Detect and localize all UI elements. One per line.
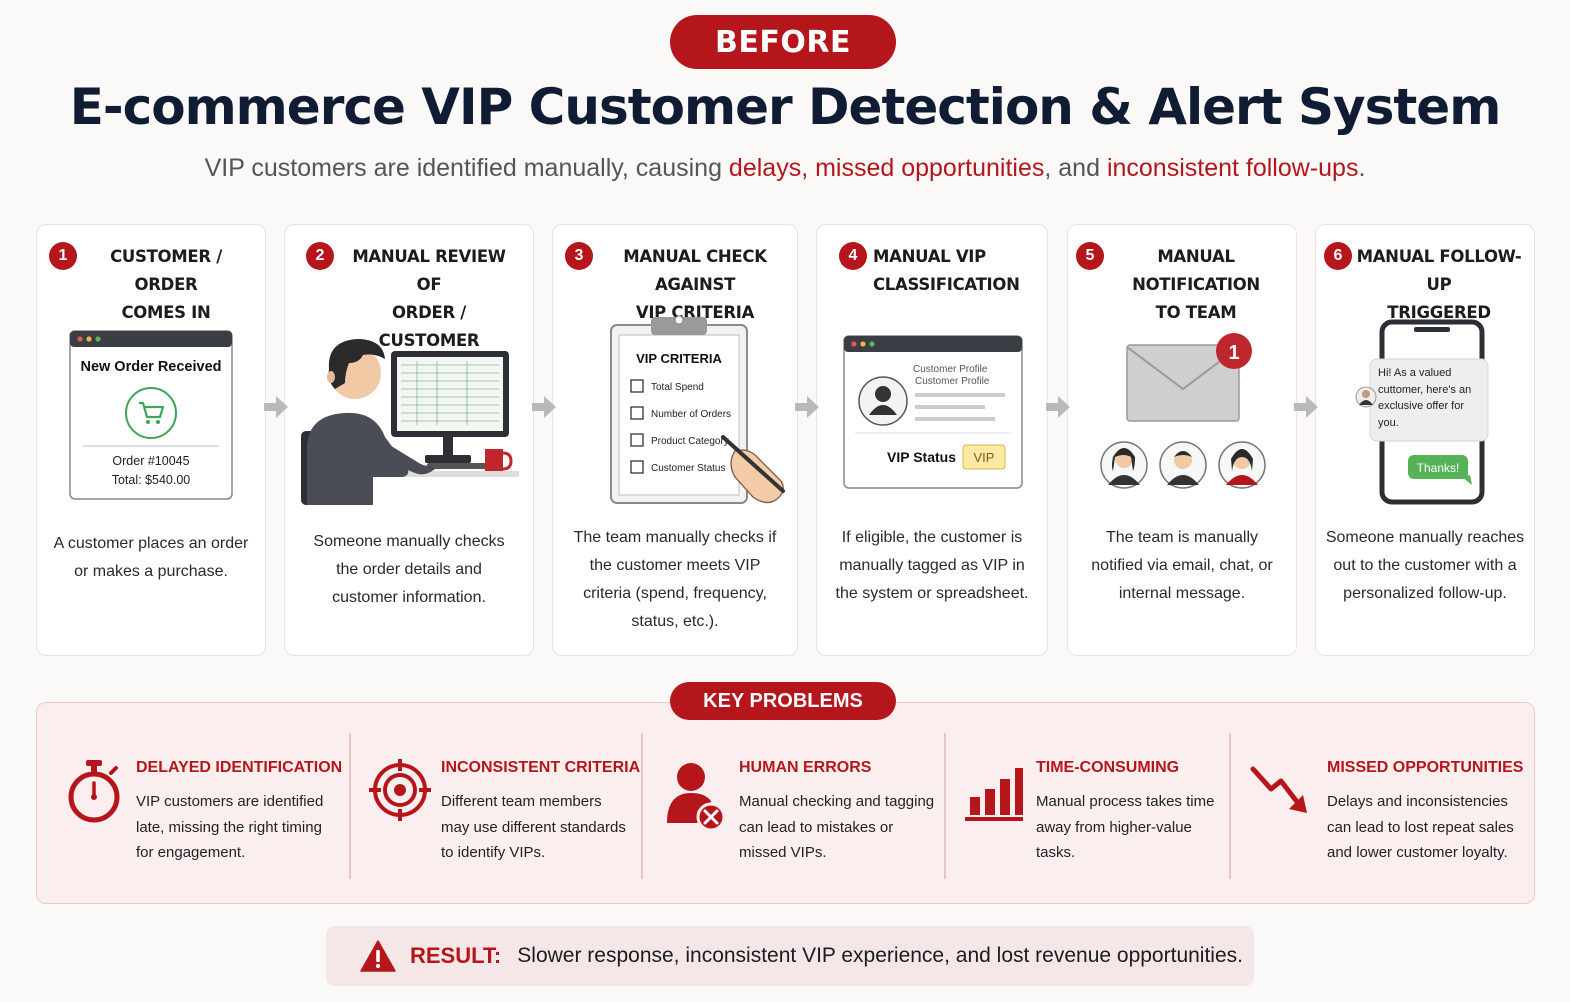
step-title: MANUAL NOTIFICATION TO TEAM — [1132, 247, 1260, 322]
step-description: If eligible, the customer is manually ta… — [835, 529, 1029, 602]
team-member-avatars — [1100, 441, 1266, 489]
svg-text:Thanks!: Thanks! — [1417, 461, 1460, 475]
key-problems-badge: KEY PROBLEMS — [670, 682, 896, 720]
step-number: 4 — [839, 242, 867, 270]
key-problems-panel: DELAYED IDENTIFICATION VIP customers are… — [36, 702, 1535, 904]
problem-description: Different team members may use different… — [441, 793, 626, 861]
svg-text:Number of Orders: Number of Orders — [651, 409, 731, 420]
step-description: The team is manually notified via email,… — [1091, 529, 1273, 602]
divider — [641, 733, 643, 879]
svg-text:Order #10045: Order #10045 — [112, 454, 189, 468]
problem-description: Manual checking and tagging can lead to … — [739, 793, 935, 861]
svg-text:VIP CRITERIA: VIP CRITERIA — [636, 351, 722, 366]
step-card-1: 1 CUSTOMER / ORDER COMES IN New Order Re… — [36, 224, 266, 656]
step-number: 6 — [1324, 242, 1352, 270]
problem-time-consuming: TIME-CONSUMING Manual process takes time… — [946, 733, 1228, 879]
problem-title: HUMAN ERRORS — [739, 759, 872, 776]
warning-icon — [360, 940, 396, 972]
svg-text:Total: $540.00: Total: $540.00 — [112, 473, 191, 487]
svg-text:New Order Received: New Order Received — [80, 359, 221, 375]
problem-title: MISSED OPPORTUNITIES — [1327, 759, 1524, 776]
svg-text:Product Category: Product Category — [651, 436, 729, 447]
email-notification-illustration: 1 — [1100, 333, 1266, 489]
step-description: A customer places an order or makes a pu… — [53, 535, 249, 580]
target-icon — [369, 759, 431, 821]
problem-human-errors: HUMAN ERRORS Manual checking and tagging… — [643, 733, 943, 879]
problem-title: TIME-CONSUMING — [1036, 759, 1180, 776]
svg-text:Customer Status: Customer Status — [651, 463, 725, 474]
svg-text:Customer Profile: Customer Profile — [913, 364, 988, 375]
step-title: MANUAL REVIEW OF ORDER / CUSTOMER — [352, 247, 506, 350]
order-window-illustration: New Order Received Order #10045 Total: $… — [69, 330, 233, 500]
arrow-right-icon — [264, 396, 288, 418]
step-card-4: 4 MANUAL VIP CLASSIFICATION Customer Pro… — [816, 224, 1048, 656]
svg-text:VIP: VIP — [974, 450, 995, 465]
step-card-2: 2 MANUAL REVIEW OF ORDER / CUSTOMER Some… — [284, 224, 534, 656]
phone-chat-illustration: Hi! As a valued cuttomer, here's an excl… — [1355, 319, 1489, 505]
stopwatch-icon — [68, 760, 120, 823]
arrow-right-icon — [1294, 396, 1318, 418]
svg-text:VIP Status: VIP Status — [887, 449, 956, 465]
step-card-3: 3 MANUAL CHECK AGAINST VIP CRITERIA VIP … — [552, 224, 798, 656]
step-card-5: 5 MANUAL NOTIFICATION TO TEAM 1 The team… — [1067, 224, 1297, 656]
divider — [1229, 733, 1231, 879]
user-error-icon — [667, 763, 726, 831]
svg-text:Total Spend: Total Spend — [651, 382, 704, 393]
person-at-computer-illustration — [301, 339, 519, 505]
trend-down-icon — [1250, 766, 1307, 813]
vip-criteria-clipboard-illustration: VIP CRITERIA Total Spend Number of Order… — [610, 315, 785, 504]
problem-title: DELAYED IDENTIFICATION — [136, 759, 343, 776]
step-number: 3 — [565, 242, 593, 270]
bar-chart-icon — [965, 768, 1023, 821]
problem-title: INCONSISTENT CRITERIA — [441, 759, 641, 776]
svg-text:Customer Profile: Customer Profile — [915, 376, 990, 387]
step-number: 2 — [306, 242, 334, 270]
problem-inconsistent-criteria: INCONSISTENT CRITERIA Different team mem… — [351, 733, 641, 879]
customer-profile-window-illustration: Customer Profile Customer Profile VIP St… — [843, 335, 1023, 489]
result-label: RESULT: — [410, 943, 502, 968]
arrow-right-icon — [532, 396, 556, 418]
problem-description: VIP customers are identified late, missi… — [136, 793, 324, 861]
arrow-right-icon — [795, 396, 819, 418]
svg-text:1: 1 — [1228, 342, 1239, 364]
before-badge: BEFORE — [670, 15, 896, 69]
result-banner: RESULT: Slower response, inconsistent VI… — [326, 926, 1254, 986]
step-title: MANUAL VIP CLASSIFICATION — [873, 247, 1020, 294]
divider — [944, 733, 946, 879]
step-title: CUSTOMER / ORDER COMES IN — [110, 247, 222, 322]
arrow-right-icon — [1046, 396, 1070, 418]
step-card-6: 6 MANUAL FOLLOW-UP TRIGGERED Hi! As a va… — [1315, 224, 1535, 656]
problem-missed-opportunities: MISSED OPPORTUNITIES Delays and inconsis… — [1231, 733, 1531, 879]
problem-delayed-identification: DELAYED IDENTIFICATION VIP customers are… — [37, 733, 349, 879]
step-number: 1 — [49, 242, 77, 270]
problem-description: Manual process takes time away from high… — [1036, 793, 1215, 861]
step-number: 5 — [1076, 242, 1104, 270]
result-text: Slower response, inconsistent VIP experi… — [517, 944, 1243, 967]
page-subtitle: VIP customers are identified manually, c… — [204, 154, 1366, 182]
problem-description: Delays and inconsistencies can lead to l… — [1327, 793, 1514, 861]
step-description: Someone manually reaches out to the cust… — [1325, 529, 1525, 602]
step-description: Someone manually checks the order detail… — [313, 533, 505, 606]
divider — [349, 733, 351, 879]
step-description: The team manually checks if the customer… — [573, 529, 777, 630]
step-title: MANUAL FOLLOW-UP TRIGGERED — [1356, 247, 1522, 322]
page-title: E-commerce VIP Customer Detection & Aler… — [69, 78, 1502, 136]
